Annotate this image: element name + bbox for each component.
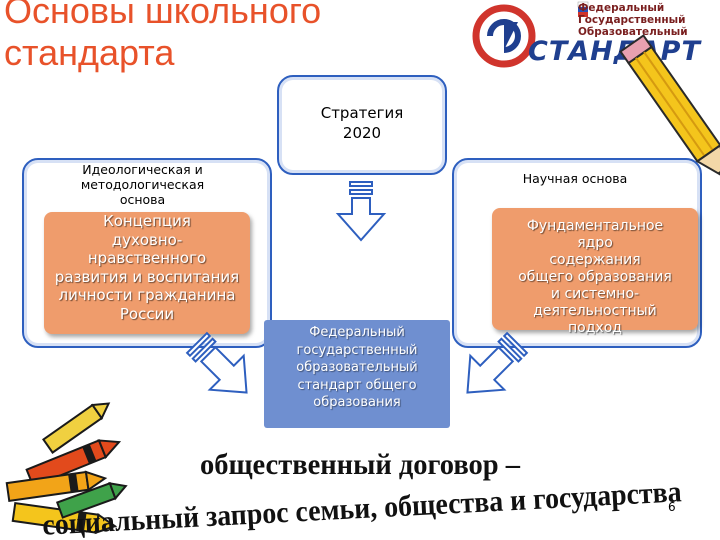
concept-line5: личности гражданина xyxy=(58,286,236,304)
slogan-line2: социальный запрос семьи, общества и госу… xyxy=(41,475,682,540)
logo-line3: Образовательный xyxy=(578,26,688,38)
fgos-line2: государственный xyxy=(296,342,418,358)
concept-line6: России xyxy=(119,304,175,323)
ideological-label: Идеологическая и методологическая основа xyxy=(40,162,245,207)
concept-line4: развития и воспитания xyxy=(54,267,240,286)
page-number: 6 xyxy=(668,500,676,514)
fundamental-core-box: Фундаментальное ядро содержания общего о… xyxy=(492,208,698,336)
core-line5: и системно-деятельностный xyxy=(533,286,657,319)
strategy-text: Стратегия 2020 xyxy=(279,103,445,143)
logo-emblem-icon xyxy=(472,1,589,68)
core-line1: Фундаментальное xyxy=(526,218,664,234)
concept-box: Концепция духовно- нравственного развити… xyxy=(44,212,250,334)
logo-word: СТАНДАРТ xyxy=(528,36,701,67)
logo-line1: Федеральный xyxy=(578,2,665,14)
core-line3: содержания xyxy=(549,252,641,268)
fgos-line1: Федеральный xyxy=(309,325,405,340)
core-line2: ядро xyxy=(577,235,613,251)
left-diagonal-arrow-icon xyxy=(185,331,248,394)
logo-text: Федеральный Государственный Образователь… xyxy=(578,2,688,38)
logo-line2: Государственный xyxy=(578,14,686,26)
core-line4: общего образования xyxy=(518,269,672,285)
strategy-line2: 2020 xyxy=(342,124,382,142)
slide-title: Основы школьного стандарта xyxy=(4,0,321,74)
ideological-label-line3: основа xyxy=(119,192,166,207)
right-diagonal-arrow-icon xyxy=(466,331,529,394)
ideological-label-line1: Идеологическая и xyxy=(82,162,203,177)
strategy-line1: Стратегия xyxy=(320,104,404,122)
strategy-panel: Стратегия 2020 xyxy=(277,75,447,175)
slogan: общественный договор – социальный запрос… xyxy=(41,448,682,540)
ideological-label-line2: методологическая xyxy=(80,177,205,192)
concept-line3: нравственного xyxy=(87,249,207,267)
down-arrow-icon xyxy=(335,181,387,242)
slide-title-line2: стандарта xyxy=(4,32,175,73)
fgos-line5: образования xyxy=(313,395,401,410)
slogan-line1: общественный договор – xyxy=(200,448,521,481)
scientific-label: Научная основа xyxy=(522,171,628,186)
fgos-box: Федеральный государственный образователь… xyxy=(264,320,450,428)
concept-line2: духовно- xyxy=(111,230,183,249)
fgos-line3: образовательный xyxy=(296,360,418,375)
slide-title-line1: Основы школьного xyxy=(4,0,322,31)
concept-line1: Концепция xyxy=(103,212,191,230)
fgos-line4: стандарт общего xyxy=(297,377,417,393)
core-line6: подход xyxy=(568,320,622,336)
